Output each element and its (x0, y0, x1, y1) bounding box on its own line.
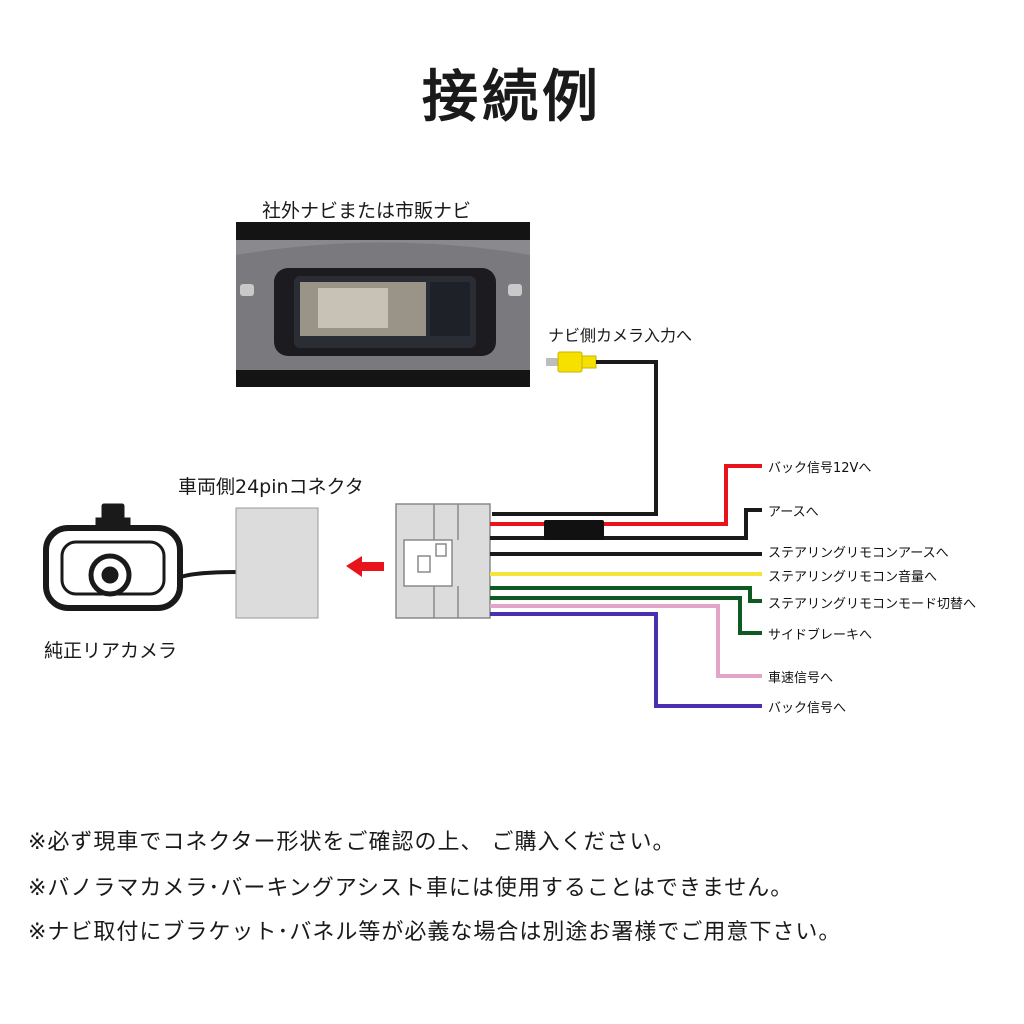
wire-steering-mode (490, 586, 762, 603)
rear-camera-icon (43, 503, 239, 611)
navi-label: 社外ナビまたは市販ナビ (262, 200, 472, 222)
camera-label: 純正リアカメラ (44, 640, 178, 662)
note-1: ※必ず現車でコネクター形状をご確認の上、 ご購入ください。 (28, 830, 676, 855)
note-2: ※バノラマカメラ･バーキングアシスト車には使用することはできません。 (28, 876, 794, 901)
wire-label-back-signal: バック信号へ (768, 701, 847, 716)
navi-photo (236, 222, 530, 387)
rca-cable (492, 351, 658, 516)
fuse-block (544, 520, 604, 540)
wire-label-steering-ground: ステアリングリモコンアースへ (768, 546, 949, 561)
wire-ground (490, 508, 762, 540)
wire-back-signal-12v (490, 464, 762, 526)
wire-bundle (490, 464, 762, 708)
page-title: 接続例 (422, 65, 602, 130)
note-3: ※ナビ取付にブラケット･バネル等が必義な場合は別途お署様でご用意下さい。 (28, 920, 842, 945)
wire-back-signal (490, 612, 762, 708)
wire-label-speed-signal: 車速信号へ (768, 671, 834, 686)
wire-speed-signal (490, 604, 762, 678)
harness-connector (395, 503, 491, 619)
wire-side-brake (490, 596, 762, 635)
red-arrow-icon (346, 556, 384, 577)
wire-label-steering-mode: ステアリングリモコンモード切替へ (768, 597, 977, 612)
vehicle-connector (235, 507, 319, 619)
wire-label-steering-volume: ステアリングリモコン音量へ (768, 570, 938, 585)
wire-label-back-signal-12v: バック信号12Vへ (768, 461, 872, 476)
wire-label-side-brake: サイドブレーキへ (768, 628, 873, 643)
connector-label: 車両側24pinコネクタ (178, 476, 364, 498)
wire-label-ground: アースへ (768, 505, 819, 520)
navi-camera-input-label: ナビ側カメラ入力へ (548, 326, 693, 345)
